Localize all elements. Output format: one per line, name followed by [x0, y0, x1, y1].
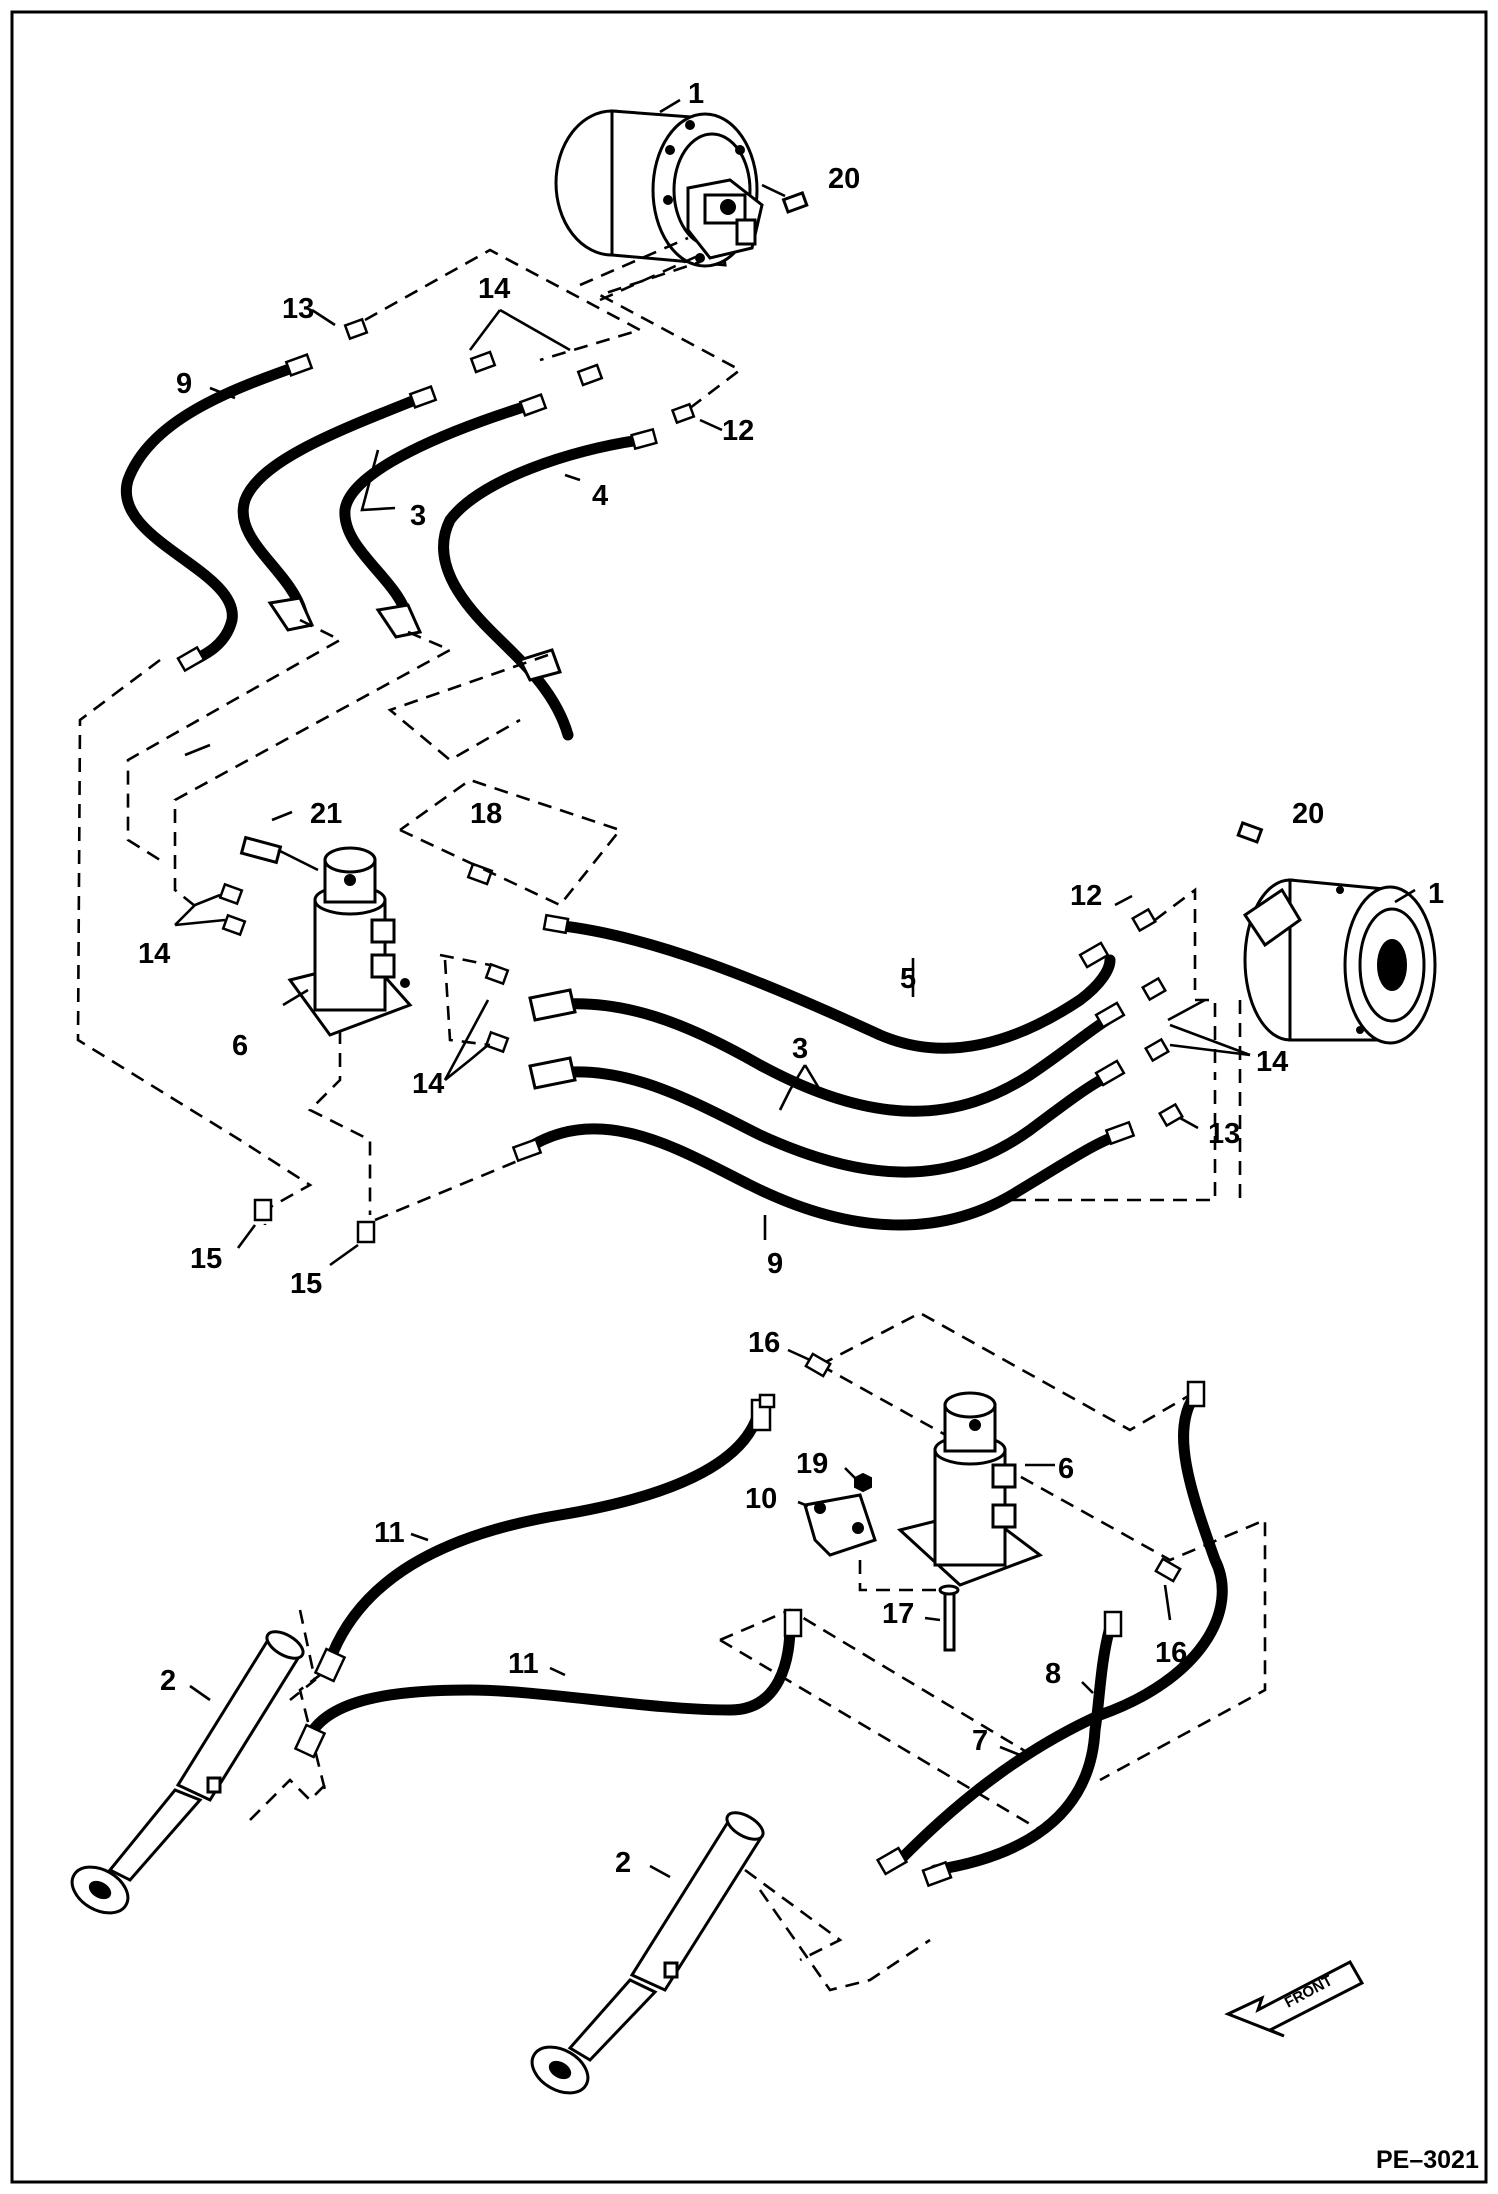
callout-1-top: 1	[688, 78, 704, 110]
travel-motor-top	[554, 109, 764, 268]
callout-12-right: 12	[1070, 880, 1102, 912]
hose-9-middle	[511, 1120, 1136, 1231]
callout-10: 10	[745, 1483, 777, 1515]
bolt-17	[938, 1584, 960, 1652]
callout-labels: 1 20 13 14 9 12 3 4 21 18 20 12 1 14 5 6…	[138, 78, 1479, 2174]
hoses-7-8	[875, 1380, 1228, 1888]
callout-9-middle: 9	[767, 1248, 783, 1280]
callout-3-top: 3	[410, 500, 426, 532]
callout-15-right: 15	[290, 1268, 322, 1300]
bolt-20-right	[1236, 821, 1264, 844]
callout-20-right: 20	[1292, 798, 1324, 830]
callout-11-lower: 11	[508, 1648, 539, 1680]
fittings-middle	[253, 862, 1185, 1244]
hose-4	[438, 427, 658, 741]
callout-1-right: 1	[1428, 878, 1444, 910]
bracket-10	[803, 1493, 877, 1557]
callout-8: 8	[1045, 1658, 1061, 1690]
fittings-14-swivel-left	[218, 882, 247, 937]
fitting-21	[239, 835, 319, 872]
callout-14-swivel-left: 14	[138, 938, 170, 970]
callout-17: 17	[882, 1598, 914, 1630]
callout-19: 19	[796, 1448, 828, 1480]
callout-15-left: 15	[190, 1243, 222, 1275]
callout-13-top: 13	[282, 293, 314, 325]
hoses-3-top	[237, 385, 548, 639]
cylinder-2-right	[530, 1811, 765, 2095]
leader-lines	[174, 98, 1416, 1879]
callout-21: 21	[310, 798, 342, 830]
callout-12-top: 12	[722, 415, 754, 447]
callout-3-middle: 3	[792, 1033, 808, 1065]
hoses-11	[293, 1393, 803, 1759]
callout-6-middle: 6	[232, 1030, 248, 1062]
callout-11-upper: 11	[374, 1517, 405, 1549]
callout-7: 7	[972, 1725, 988, 1757]
callout-2-right: 2	[615, 1847, 631, 1879]
callout-4: 4	[592, 480, 608, 512]
callout-14-top: 14	[478, 273, 510, 305]
callout-14-middle: 14	[412, 1068, 444, 1100]
callout-16-top: 16	[748, 1327, 780, 1359]
diagram-border	[10, 10, 1488, 2184]
callout-5: 5	[900, 963, 916, 995]
figure-reference: PE–3021	[1376, 2146, 1479, 2174]
bolt-20-top	[761, 183, 809, 214]
fittings-top	[343, 317, 696, 425]
nut-19	[854, 1472, 872, 1493]
callout-20-top: 20	[828, 163, 860, 195]
callout-16-lower: 16	[1155, 1637, 1187, 1669]
swivel-joint-middle	[287, 846, 413, 1037]
callout-9-top: 9	[176, 368, 192, 400]
callout-18: 18	[470, 798, 502, 830]
travel-motor-right	[1242, 878, 1437, 1045]
swivel-joint-lower	[896, 1391, 1044, 1587]
dashed-routing-middle	[307, 778, 1242, 1222]
callout-14-right: 14	[1256, 1046, 1288, 1078]
callout-2-left: 2	[160, 1665, 176, 1697]
cylinder-2-left	[70, 1630, 305, 1915]
hose-5	[542, 913, 1116, 1054]
hose-9-top	[120, 353, 314, 673]
hoses-3-middle	[528, 988, 1126, 1178]
front-direction-arrow: FRONT	[1224, 1960, 1365, 2038]
callout-6-lower: 6	[1058, 1453, 1074, 1485]
callout-13-right: 13	[1208, 1118, 1240, 1150]
